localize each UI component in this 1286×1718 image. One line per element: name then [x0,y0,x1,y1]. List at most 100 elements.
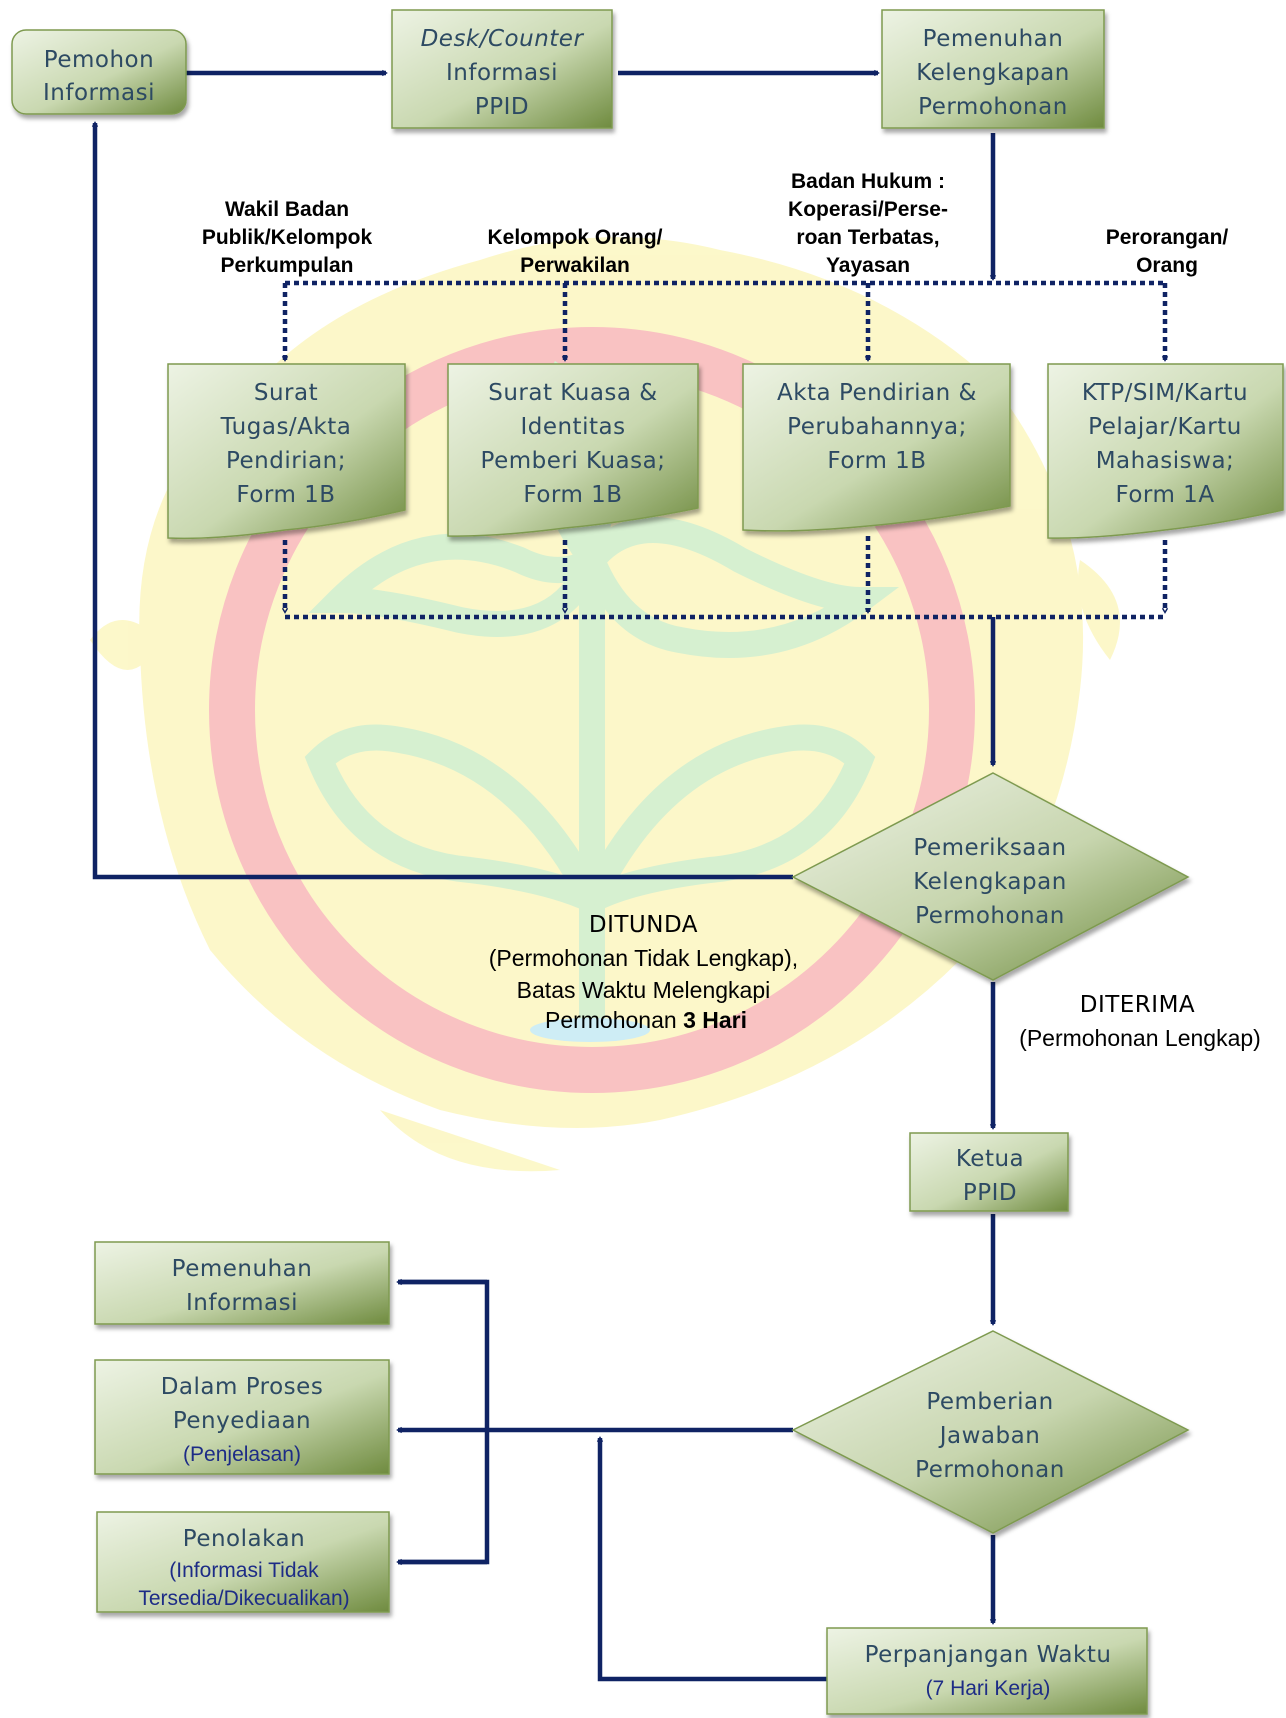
penolakan-line-1: Penolakan [183,1526,305,1552]
connectors [91,69,1169,1682]
ditunda-line-1: (Permohonan Tidak Lengkap), [489,945,798,971]
pemohon-line-1: Pemohon [44,47,154,73]
penolakan-line-3: Tersedia/Dikecualikan) [138,1587,349,1610]
pemberian-line-3: Permohonan [915,1457,1065,1483]
doc-perorangan-line-2: Pelajar/Kartu [1088,414,1242,440]
doc-perorangan-line-1: KTP/SIM/Kartu [1082,380,1248,406]
diterima-line-1: (Permohonan Lengkap) [1019,1025,1261,1051]
doc-badan-hukum[interactable]: Akta Pendirian & Perubahannya; Form 1B [742,363,1011,532]
diterima-title: DITERIMA [1080,992,1195,1018]
label-wakil-line-3: Perkumpulan [220,254,353,277]
label-badan-line-2: Koperasi/Perse- [788,198,948,221]
label-diterima: DITERIMA (Permohonan Lengkap) [1019,992,1261,1051]
label-perorangan: Perorangan/Orang [1106,226,1229,277]
watermark-blue-mark [530,1018,650,1042]
pemohon-line-2: Informasi [43,80,155,106]
node-perpanjangan-waktu[interactable]: Perpanjangan Waktu (7 Hari Kerja) [826,1627,1148,1715]
watermark-red-ring [209,327,975,1093]
label-ditunda: DITUNDA (Permohonan Tidak Lengkap), Bata… [489,912,804,1033]
doc-perorangan-line-3: Mahasiswa; [1096,448,1235,474]
doc-kelompok-line-3: Pemberi Kuasa; [481,448,666,474]
label-wakil-line-2: Publik/Kelompok [202,226,373,249]
label-kelompok-line-1: Kelompok Orang/ [487,226,662,249]
ditunda-line-3-bold: 3 Hari [683,1007,747,1033]
doc-kelompok-line-2: Identitas [520,414,625,440]
label-wakil-line-1: Wakil Badan [225,198,349,221]
ketua-line-1: Ketua [956,1146,1024,1172]
desk-line-3: PPID [475,94,529,120]
perpanjangan-line-1: Perpanjangan Waktu [865,1642,1112,1668]
pemenuhan-kelengkapan-line-2: Kelengkapan [916,60,1070,86]
pemenuhan-informasi-line-2: Informasi [186,1290,298,1316]
pemberian-line-2: Jawaban [938,1423,1041,1449]
pemberian-line-1: Pemberian [926,1389,1053,1415]
ditunda-title: DITUNDA [589,912,698,938]
dalam-proses-line-3: (Penjelasan) [183,1443,301,1466]
doc-badan-line-1: Akta Pendirian & [777,380,977,406]
doc-wakil-line-4: Form 1B [236,482,335,508]
doc-badan-line-2: Perubahannya; [787,414,967,440]
ketua-line-2: PPID [963,1180,1017,1206]
label-perorangan-line-2: Orang [1136,254,1198,277]
svg-text:Akta Pendirian &Perubahannya;F: Akta Pendirian & Perubahannya; Form 1B [777,380,977,474]
penolakan-line-2: (Informasi Tidak [169,1559,319,1582]
perpanjangan-line-2: (7 Hari Kerja) [926,1677,1051,1700]
arrow-ditunda-to-pemohon [91,121,793,880]
ditunda-line-2: Batas Waktu Melengkapi [517,977,771,1003]
doc-badan-line-3: Form 1B [827,448,926,474]
desk-line-2: Informasi [446,60,558,86]
ditunda-line-3-prefix: Permohonan [545,1007,683,1033]
label-kelompok-line-2: Perwakilan [520,254,630,277]
label-badan-line-3: roan Terbatas, [796,226,939,249]
pemeriksaan-line-1: Pemeriksaan [913,835,1066,861]
ditunda-line-3: Permohonan 3 Hari [545,1007,747,1033]
pemenuhan-kelengkapan-line-1: Pemenuhan [923,26,1064,52]
label-badan-line-4: Yayasan [826,254,910,277]
pemeriksaan-line-3: Permohonan [915,903,1065,929]
label-perorangan-line-1: Perorangan/ [1106,226,1229,249]
label-badan-hukum: Badan Hukum : Koperasi/Perse-roan Terbata… [788,170,948,277]
pemeriksaan-line-2: Kelengkapan [913,869,1067,895]
doc-wakil-line-2: Tugas/Akta [220,414,352,440]
dalam-proses-line-2: Penyediaan [173,1408,311,1434]
pemenuhan-kelengkapan-line-3: Permohonan [918,94,1068,120]
desk-line-1: Desk/Counter [421,26,585,52]
doc-kelompok-line-1: Surat Kuasa & [488,380,658,406]
label-kelompok-orang: Kelompok Orang/Perwakilan [487,226,662,277]
svg-text:Perpanjangan Waktu(7 Hari Kerj: Perpanjangan Waktu (7 Hari Kerja) [865,1642,1112,1700]
doc-kelompok-line-4: Form 1B [523,482,622,508]
pemenuhan-informasi-line-1: Pemenuhan [172,1256,313,1282]
doc-wakil-line-3: Pendirian; [226,448,346,474]
bracket-outcomes [398,1279,490,1565]
arrow-perpanjangan-to-outcomes [596,1436,827,1682]
label-badan-line-1: Badan Hukum : [791,170,945,193]
dalam-proses-line-1: Dalam Proses [161,1374,324,1400]
doc-perorangan-line-4: Form 1A [1115,482,1214,508]
